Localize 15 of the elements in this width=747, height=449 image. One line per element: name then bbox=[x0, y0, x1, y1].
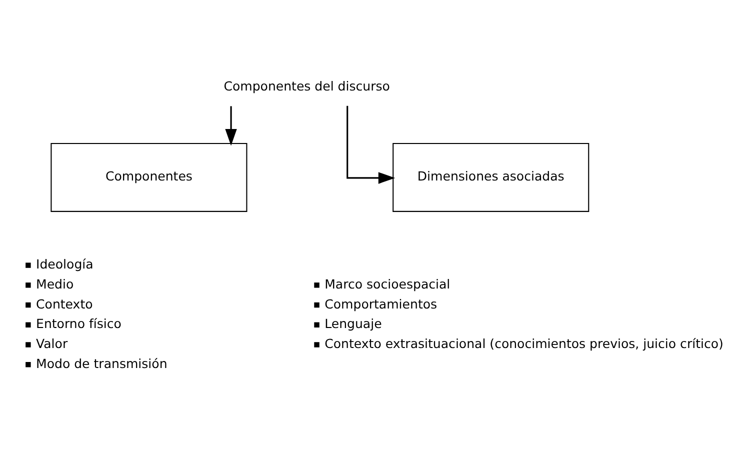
node-box: Componentes bbox=[50, 142, 248, 212]
node-label: Medio bbox=[36, 276, 74, 292]
node-label: Contexto bbox=[36, 296, 93, 312]
node-label: Modo de transmisión bbox=[36, 356, 168, 371]
node-text: Componentes del discurso bbox=[224, 78, 390, 94]
arrow bbox=[225, 106, 237, 146]
node-label: Ideología bbox=[36, 256, 94, 272]
node-label: Contexto extrasituacional (conocimientos previos, juicio crítico) bbox=[324, 336, 724, 351]
node-label: Entorno físico bbox=[36, 316, 122, 332]
node-label: Lenguaje bbox=[324, 316, 382, 332]
node-label: Marco socioespacial bbox=[324, 276, 450, 292]
node-label: Comportamientos bbox=[324, 296, 438, 312]
node-box: Dimensiones asociadas bbox=[392, 142, 590, 212]
arrow bbox=[346, 106, 396, 184]
node-label: Valor bbox=[36, 336, 68, 351]
